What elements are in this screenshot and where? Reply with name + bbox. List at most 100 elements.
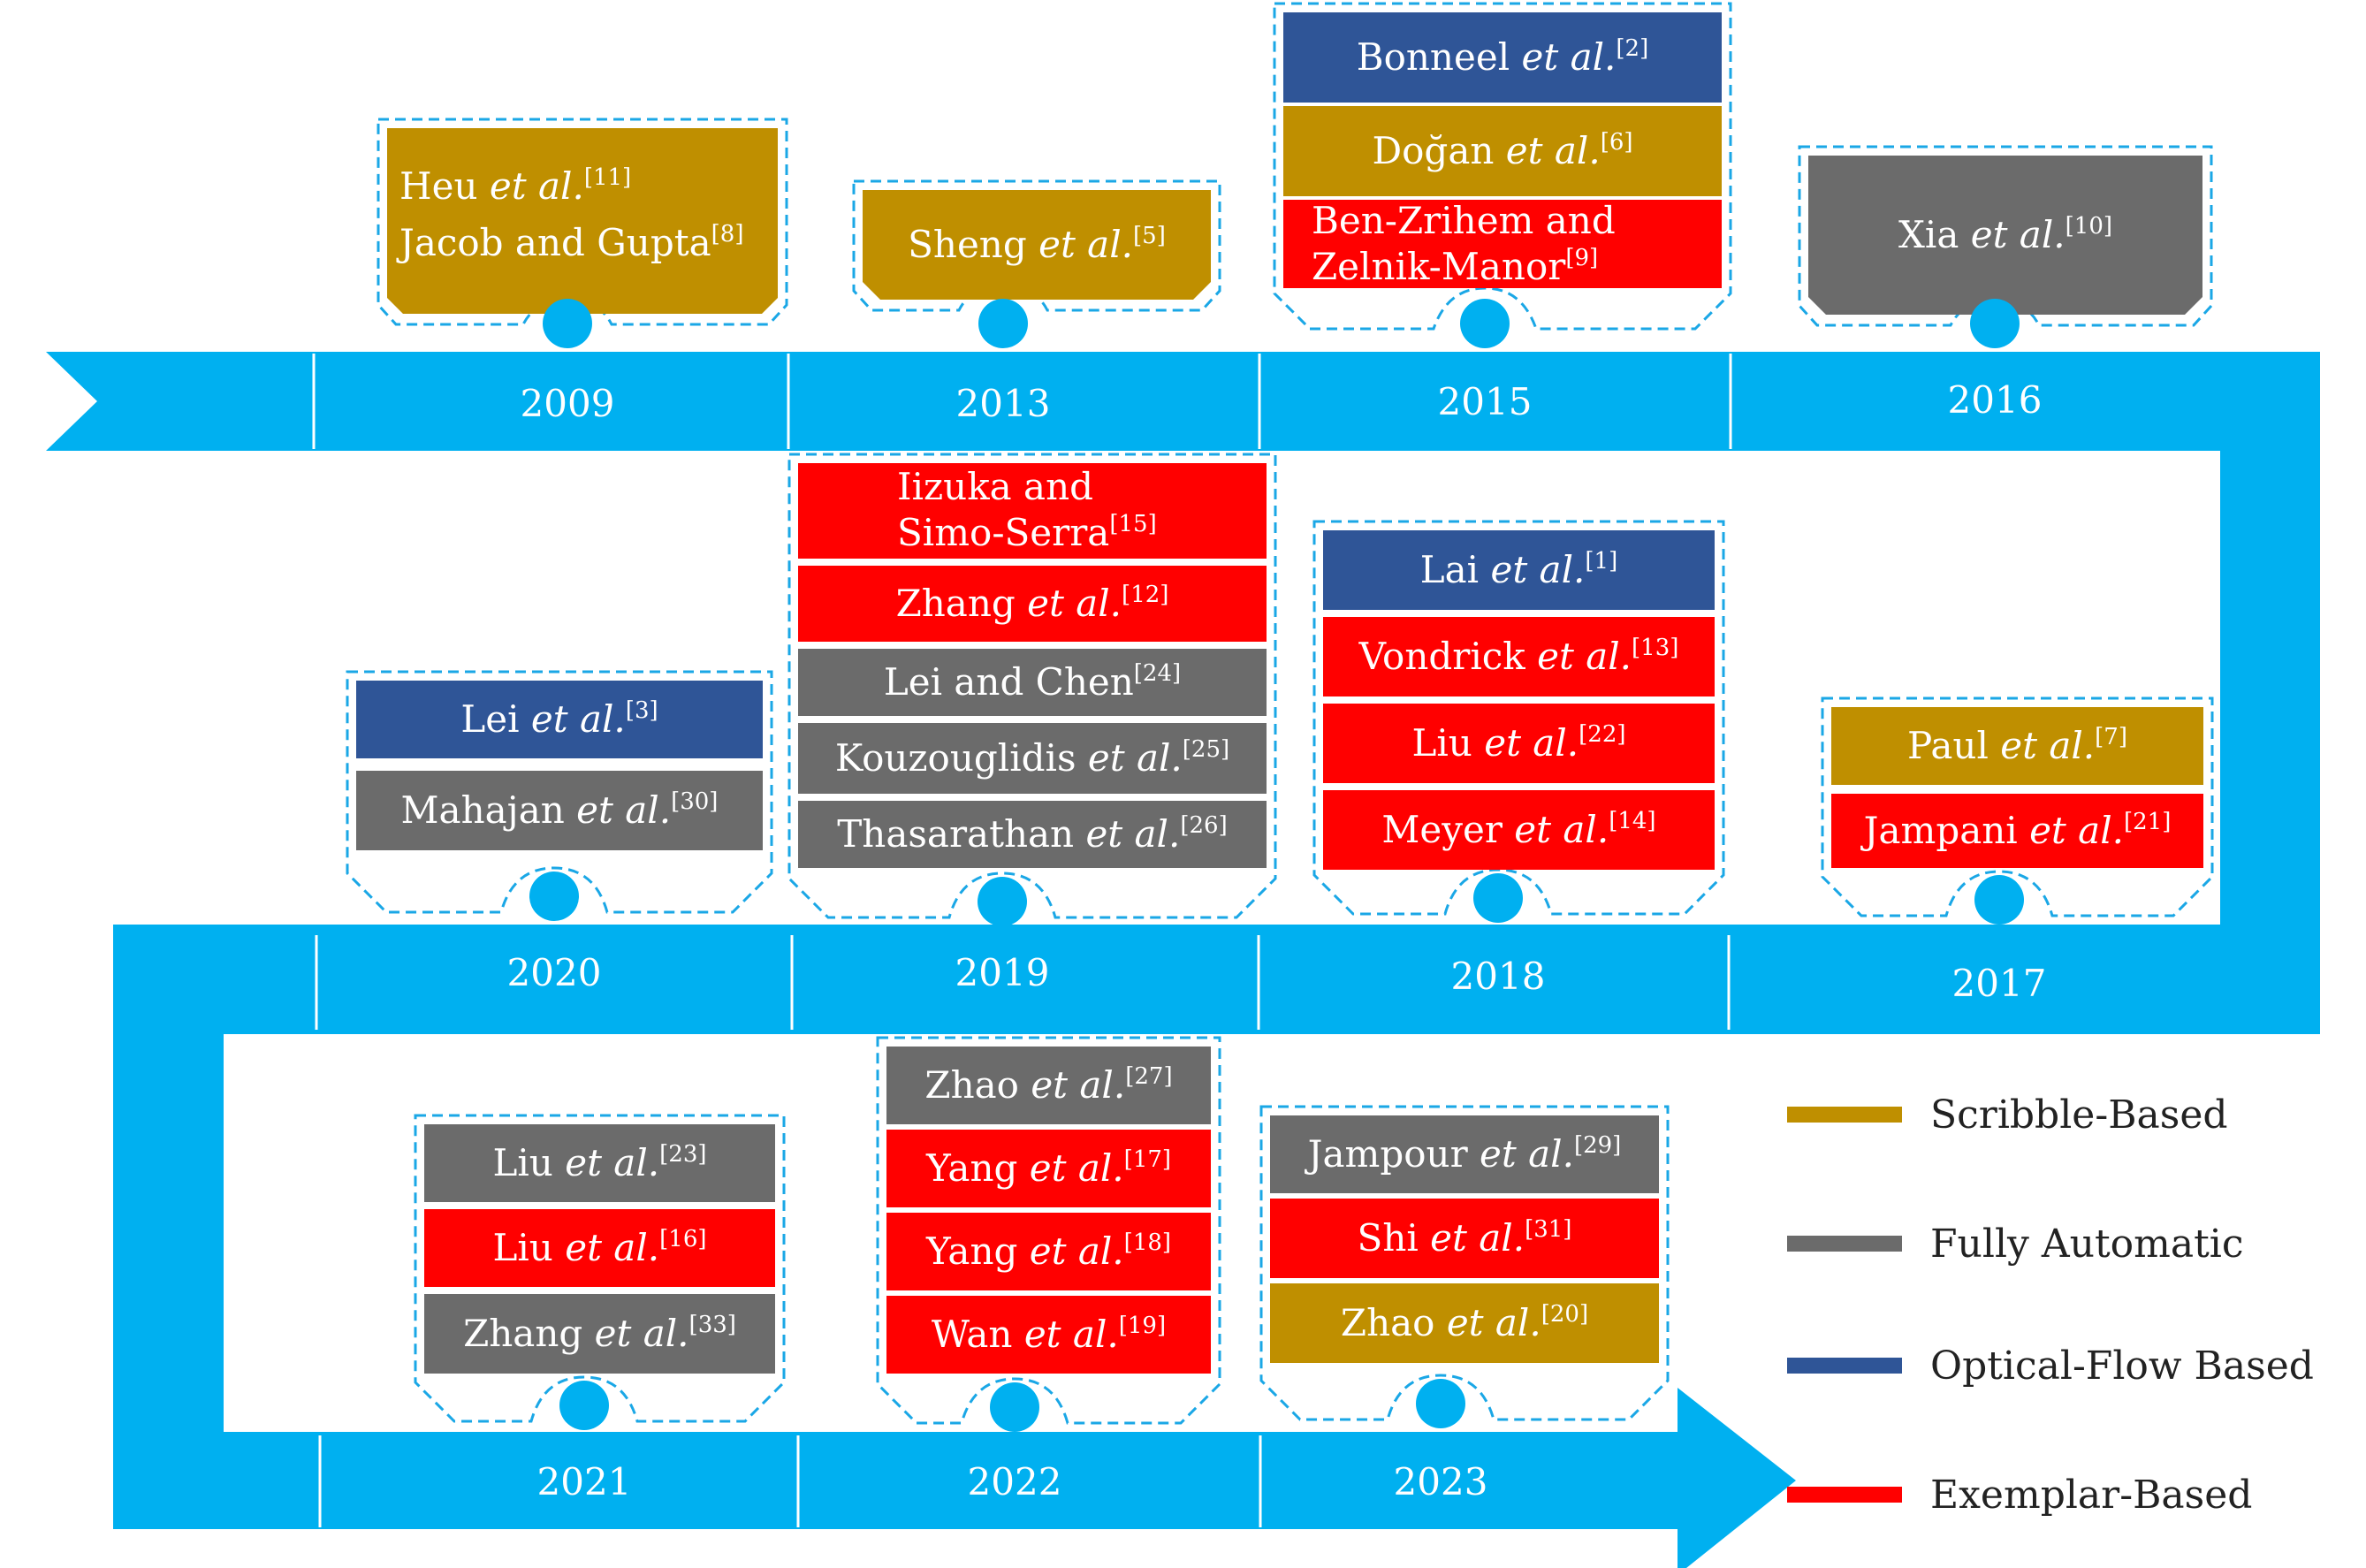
entry-label: Kouzouglidis et al.[25]: [835, 736, 1229, 780]
entry-label: Zhao et al.[27]: [924, 1063, 1172, 1107]
entry-box: [886, 1047, 1211, 1124]
group-outline: [787, 453, 1277, 919]
year-group-2017: Paul et al.[7] Jampani et al.[21] 2017: [1821, 696, 2214, 1005]
entry-box: [1831, 707, 2203, 785]
entry-box: [863, 190, 1211, 300]
year-label: 2017: [1952, 962, 2047, 1005]
year-dot: [1473, 873, 1523, 923]
entry-box: [356, 771, 763, 850]
entry-box: [1270, 1199, 1659, 1278]
year-label: 2015: [1438, 380, 1533, 423]
group-outline: [1821, 696, 2214, 917]
entry-label: Ben-Zrihem and: [1312, 199, 1616, 242]
year-group-2021: Liu et al.[23] Liu et al.[16] Zhang et al.…: [414, 1114, 786, 1503]
entry-label: Mahajan et al.[30]: [401, 788, 719, 832]
year-groups: Heu et al.[11] Jacob and Gupta[8] 2009 Shen…: [346, 2, 2214, 1503]
band-row-1: [46, 352, 2320, 451]
entry-label: Zhao et al.[20]: [1341, 1301, 1588, 1344]
entry-box: [356, 681, 763, 758]
legend-label: Scribble-Based: [1930, 1092, 2228, 1138]
year-label: 2013: [956, 382, 1051, 425]
group-outline: [1259, 1105, 1670, 1421]
year-group-2015: Bonneel et al.[2]Doğan et al.[6]Ben-Zrih…: [1273, 2, 1732, 423]
entry-label: Meyer et al.[14]: [1381, 808, 1655, 851]
year-group-2022: Zhao et al.[27]Yang et al.[17]Yang et al…: [876, 1036, 1221, 1503]
year-dot: [978, 877, 1027, 926]
entry-label: Heu et al.[11]: [399, 164, 631, 208]
year-label: 2016: [1948, 378, 2043, 422]
entry-label: Lei and Chen[24]: [884, 660, 1181, 704]
year-label: 2023: [1394, 1460, 1488, 1503]
entry-label: Liu et al.[23]: [492, 1141, 706, 1184]
timeline-band: [46, 352, 2320, 1568]
entry-box: [424, 1209, 775, 1287]
legend-swatch: [1787, 1358, 1902, 1374]
year-group-2013: Sheng et al.[5] 2013: [852, 179, 1221, 425]
entry-label: Wan et al.[19]: [932, 1313, 1166, 1356]
year-label: 2018: [1451, 955, 1546, 998]
legend-swatch: [1787, 1107, 1902, 1123]
entry-label: Jacob and Gupta[8]: [396, 221, 744, 264]
entry-box: [1283, 12, 1722, 103]
year-label: 2022: [968, 1460, 1062, 1503]
year-dot: [529, 872, 579, 921]
year-dot: [1974, 875, 2024, 925]
entry-label: Jampour et al.[29]: [1305, 1132, 1622, 1176]
entry-box: [798, 463, 1267, 559]
entry-box: [1283, 200, 1722, 288]
year-dot: [1416, 1379, 1465, 1428]
year-group-2020: Lei et al.[3] Mahajan et al.[30] 2020: [346, 670, 773, 994]
entry-label: Liu et al.[16]: [492, 1226, 706, 1269]
entry-box: [798, 566, 1267, 642]
entry-label: Thasarathan et al.[26]: [837, 812, 1227, 856]
year-label: 2021: [537, 1460, 632, 1503]
year-dot: [1460, 299, 1510, 348]
entry-box: [387, 128, 778, 314]
year-dot: [990, 1382, 1039, 1432]
group-outline: [876, 1036, 1221, 1425]
legend-label: Exemplar-Based: [1930, 1473, 2252, 1518]
entry-box: [1323, 530, 1715, 610]
band-right-turn: [2220, 352, 2320, 1034]
entry-label: Liu et al.[22]: [1411, 721, 1625, 765]
year-dot: [1970, 299, 2020, 348]
entry-box: [886, 1213, 1211, 1290]
year-group-2009: Heu et al.[11] Jacob and Gupta[8] 2009: [377, 118, 788, 425]
entry-box: [798, 801, 1267, 868]
entry-box: [886, 1296, 1211, 1374]
entry-box: [886, 1130, 1211, 1207]
legend-label: Optical-Flow Based: [1930, 1343, 2314, 1389]
legend-label: Fully Automatic: [1930, 1222, 2244, 1267]
entry-label: Vondrick et al.[13]: [1358, 635, 1679, 678]
entry-box: [798, 649, 1267, 716]
entry-label: Lei et al.[3]: [460, 697, 658, 741]
entry-label: Lai et al.[1]: [1420, 548, 1617, 591]
band-left-turn: [113, 925, 224, 1529]
year-dot: [978, 299, 1028, 348]
entry-label: Zhang et al.[12]: [896, 582, 1169, 625]
entry-box: [1831, 794, 2203, 868]
entry-label: Iizuka and: [897, 465, 1093, 508]
year-label: 2020: [507, 951, 602, 994]
year-dot: [559, 1381, 609, 1430]
group-outline: [414, 1114, 786, 1423]
entry-label: Simo-Serra[15]: [897, 511, 1157, 554]
entry-label: Xia et al.[10]: [1898, 213, 2112, 256]
entry-box: [1808, 156, 2202, 315]
year-label: 2009: [521, 382, 615, 425]
year-group-2018: Lai et al.[1] Vondrick et al.[13] Liu et a…: [1312, 520, 1725, 998]
year-group-2016: Xia et al.[10] 2016: [1798, 145, 2213, 422]
entry-box: [1270, 1283, 1659, 1363]
band-row-2: [113, 925, 2320, 1034]
entry-label: Jampani et al.[21]: [1860, 809, 2172, 852]
entry-label: Shi et al.[31]: [1358, 1216, 1572, 1260]
entry-box: [1323, 790, 1715, 870]
group-outline: [346, 670, 773, 914]
entry-label: Sheng et al.[5]: [908, 223, 1166, 266]
entry-box: [424, 1294, 775, 1374]
entry-box: [798, 723, 1267, 794]
entry-label: Paul et al.[7]: [1907, 724, 2127, 767]
entry-label: Zhang et al.[33]: [463, 1312, 736, 1355]
